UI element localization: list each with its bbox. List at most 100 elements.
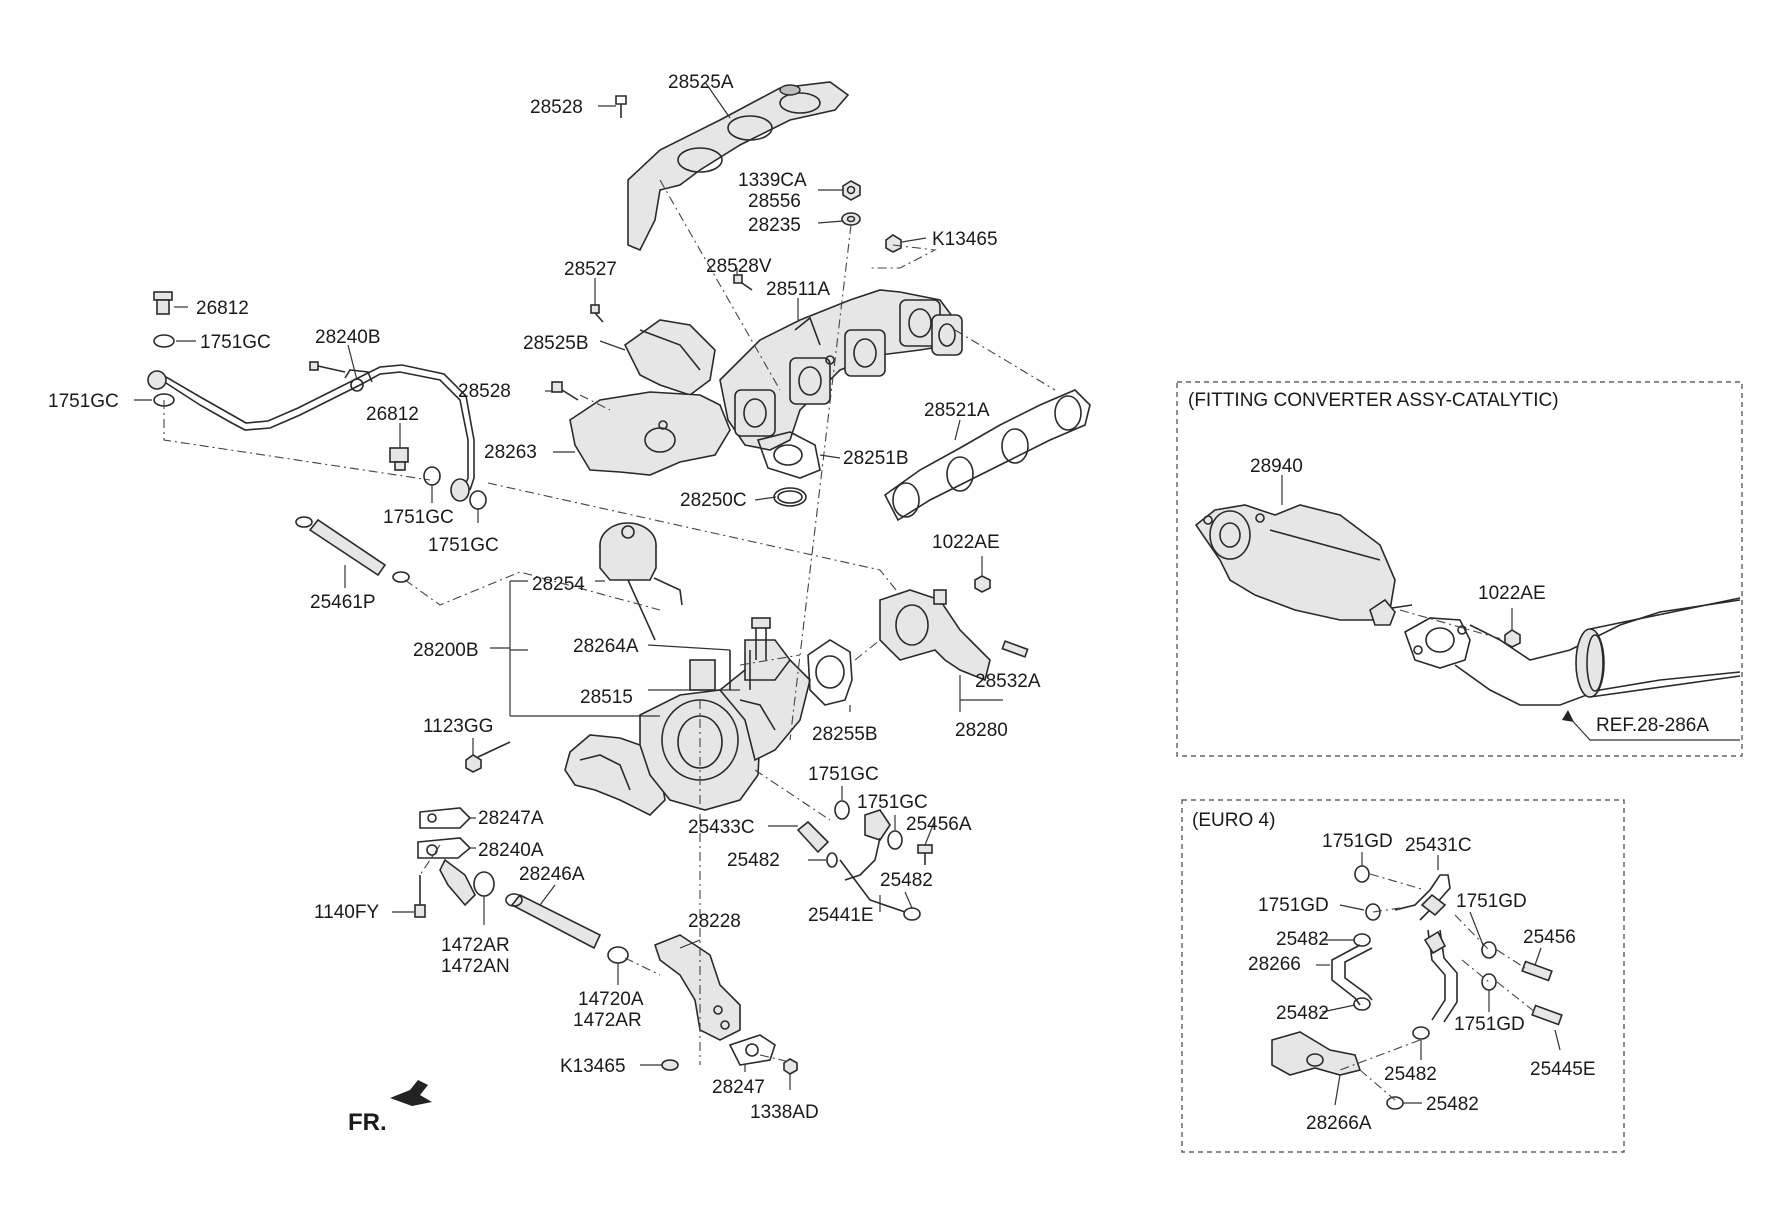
label-25456: 25456 <box>1523 927 1576 948</box>
label-28556: 28556 <box>748 191 801 212</box>
washer-1751gc-3 <box>423 466 441 486</box>
stud-28264a <box>729 650 751 690</box>
label-28251b: 28251B <box>843 448 909 469</box>
bracket-28228 <box>654 934 741 1041</box>
nut-k13465-top <box>885 234 902 253</box>
label-1338ad: 1338AD <box>750 1102 819 1123</box>
banjo-bolt-26812-top <box>153 291 173 315</box>
label-1022ae-left: 1022AE <box>932 532 1000 553</box>
nut-k13465-bot <box>661 1059 679 1071</box>
clamp-14720a <box>607 946 629 964</box>
label-28515: 28515 <box>580 687 633 708</box>
gasket-28247 <box>728 1034 776 1066</box>
front-arrow <box>390 1080 432 1106</box>
label-28264a: 28264A <box>573 636 639 657</box>
bolt-28527 <box>590 304 604 323</box>
label-1751gc-1: 1751GC <box>200 332 271 353</box>
heat-shield-28263 <box>569 391 731 476</box>
pipe-25433c <box>796 820 830 854</box>
clamp-1472ar <box>473 871 495 897</box>
bolt-28528v <box>733 274 753 291</box>
wastegate-actuator-28254 <box>599 522 683 641</box>
label-28228: 28228 <box>688 911 741 932</box>
part-labels: 28525A 28528 1339CA 28556 28235 K13465 2… <box>48 72 1041 1136</box>
hose-28246a <box>505 893 602 950</box>
label-28525a: 28525A <box>668 72 734 93</box>
nut-1338ad <box>783 1058 798 1075</box>
bolt-1140fy <box>414 875 426 918</box>
label-28246a: 28246A <box>519 864 585 885</box>
clamp-25482-b <box>903 907 921 921</box>
label-1751gc-5: 1751GC <box>808 764 879 785</box>
label-28254: 28254 <box>532 574 585 595</box>
washer-1751gc-5 <box>834 800 850 820</box>
label-1751gd-3: 1751GD <box>1456 891 1527 912</box>
label-1339ca: 1339CA <box>738 170 807 191</box>
label-1140fy: 1140FY <box>314 902 379 923</box>
label-28528v: 28528V <box>706 256 772 277</box>
exhaust-elbow-28280 <box>879 589 991 682</box>
label-28200b: 28200B <box>413 640 479 661</box>
label-28247a: 28247A <box>478 808 544 829</box>
label-k13465-top: K13465 <box>932 229 998 250</box>
bolt-25456a <box>917 844 933 865</box>
label-28532a: 28532A <box>975 671 1041 692</box>
label-14720a: 14720A <box>578 989 644 1010</box>
banjo-bolt-26812-mid <box>389 447 409 471</box>
oil-feed-pipe-28240b <box>147 361 475 502</box>
label-28250c: 28250C <box>680 490 747 511</box>
label-ref-28-286a: REF.28-286A <box>1596 715 1709 736</box>
label-25482-b: 25482 <box>880 870 933 891</box>
label-1751gc-2: 1751GC <box>48 391 119 412</box>
label-1751gc-4: 1751GC <box>428 535 499 556</box>
label-28266: 28266 <box>1248 954 1301 975</box>
label-25482-3: 25482 <box>1384 1064 1437 1085</box>
label-front: FR. <box>348 1109 387 1136</box>
washer-1751gc-4 <box>469 490 487 510</box>
stud-28532a <box>1001 640 1029 658</box>
label-28240b: 28240B <box>315 327 381 348</box>
label-28525b: 28525B <box>523 333 589 354</box>
label-25482-2: 25482 <box>1276 1003 1329 1024</box>
label-25441e: 25441E <box>808 905 874 926</box>
catalytic-panel-title: (FITTING CONVERTER ASSY-CATALYTIC) <box>1188 390 1559 411</box>
assembly-lines <box>163 179 1056 1065</box>
washer-1751gc-6 <box>887 830 903 850</box>
label-1751gd-2: 1751GD <box>1258 895 1329 916</box>
label-1123gg: 1123GG <box>423 716 493 737</box>
label-28240a: 28240A <box>478 840 544 861</box>
label-25445e: 25445E <box>1530 1059 1596 1080</box>
label-k13465-bot: K13465 <box>560 1056 626 1077</box>
label-28235: 28235 <box>748 215 801 236</box>
hose-25441e <box>839 859 906 913</box>
washer-28235 <box>841 212 861 226</box>
label-28263: 28263 <box>484 442 537 463</box>
label-28511a: 28511A <box>766 279 830 300</box>
label-26812-top: 26812 <box>196 298 249 319</box>
label-1751gc-3: 1751GC <box>383 507 454 528</box>
gasket-28251b <box>756 431 821 479</box>
label-25461p: 25461P <box>310 592 376 613</box>
label-25482-a: 25482 <box>727 850 780 871</box>
label-1751gc-6: 1751GC <box>857 792 928 813</box>
euro4-panel: (EURO 4) <box>1181 799 1625 1153</box>
seal-ring-28250c <box>773 487 807 507</box>
label-1472an: 1472AN <box>441 956 510 977</box>
oil-return-pipe-28240a <box>417 837 476 907</box>
label-25482-1: 25482 <box>1276 929 1329 950</box>
euro4-panel-title: (EURO 4) <box>1192 810 1275 831</box>
label-28247: 28247 <box>712 1077 765 1098</box>
bolt-28528-top <box>615 95 627 118</box>
bolt-28528-mid <box>551 381 579 401</box>
nut-1022ae-left <box>974 575 991 593</box>
label-25433c: 25433C <box>688 817 755 838</box>
label-28527: 28527 <box>564 259 617 280</box>
label-1751gd-4: 1751GD <box>1454 1014 1525 1035</box>
label-25456a: 25456A <box>906 814 972 835</box>
label-28521a: 28521A <box>924 400 990 421</box>
gasket-28255b <box>807 639 853 706</box>
label-28266a: 28266A <box>1306 1113 1372 1134</box>
heat-shield-28525b <box>623 319 716 396</box>
hose-25461p <box>295 516 410 583</box>
